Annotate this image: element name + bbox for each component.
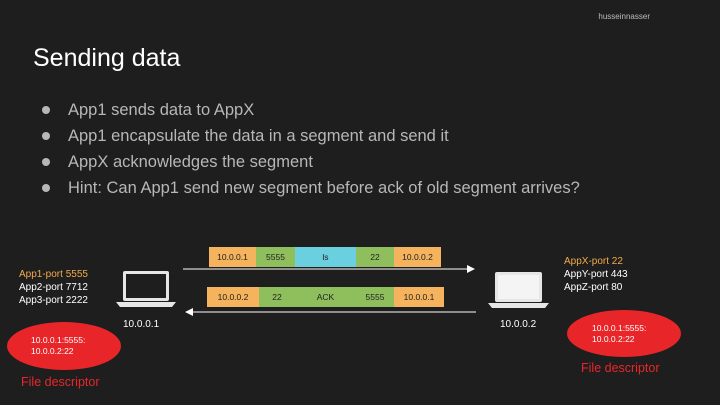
ack-dest-port: 5555 xyxy=(356,287,394,307)
bullet-item: App1 sends data to AppX xyxy=(42,100,580,126)
laptop-icon xyxy=(116,271,176,307)
left-file-descriptor-label: File descriptor xyxy=(21,375,100,389)
fd-line: 10.0.0.2:22 xyxy=(592,334,635,344)
segment-dest-ip: 10.0.0.2 xyxy=(394,247,441,267)
bullet-item: AppX acknowledges the segment xyxy=(42,152,580,178)
right-host-ports: AppX-port 22 AppY-port 443 AppZ-port 80 xyxy=(564,255,628,294)
port-entry: App2-port 7712 xyxy=(19,282,88,293)
ack-source-ip: 10.0.0.2 xyxy=(207,287,259,307)
segment-dest-port: 22 xyxy=(356,247,394,267)
bullet-list: App1 sends data to AppX App1 encapsulate… xyxy=(42,100,580,204)
author-handle: husseinnasser xyxy=(598,12,650,21)
fd-line: 10.0.0.1:5555: xyxy=(31,335,86,345)
left-host-ip: 10.0.0.1 xyxy=(123,319,160,330)
bullet-item: Hint: Can App1 send new segment before a… xyxy=(42,178,580,204)
segment-source-ip: 10.0.0.1 xyxy=(209,247,256,267)
laptop-icon xyxy=(488,272,549,308)
port-entry: App1-port 5555 xyxy=(19,269,88,280)
fd-line: 10.0.0.2:22 xyxy=(31,346,74,356)
slide-title: Sending data xyxy=(33,44,181,72)
ack-payload: ACK xyxy=(295,287,356,307)
left-file-descriptor-oval: 10.0.0.1:5555: 10.0.0.2:22 xyxy=(7,322,121,370)
segment-source-port: 5555 xyxy=(256,247,295,267)
ack-dest-ip: 10.0.0.1 xyxy=(394,287,444,307)
bullet-item: App1 encapsulate the data in a segment a… xyxy=(42,126,580,152)
ack-source-port: 22 xyxy=(259,287,295,307)
port-entry: AppX-port 22 xyxy=(564,256,623,267)
right-host-ip: 10.0.0.2 xyxy=(500,319,537,330)
right-file-descriptor-oval: 10.0.0.1:5555: 10.0.0.2:22 xyxy=(567,310,681,357)
port-entry: AppY-port 443 xyxy=(564,269,628,280)
port-entry: AppZ-port 80 xyxy=(564,282,623,293)
fd-line: 10.0.0.1:5555: xyxy=(592,323,647,333)
segment-payload: ls xyxy=(295,247,356,267)
left-host-ports: App1-port 5555 App2-port 7712 App3-port … xyxy=(19,268,88,307)
port-entry: App3-port 2222 xyxy=(19,295,88,306)
right-file-descriptor-label: File descriptor xyxy=(581,361,660,375)
